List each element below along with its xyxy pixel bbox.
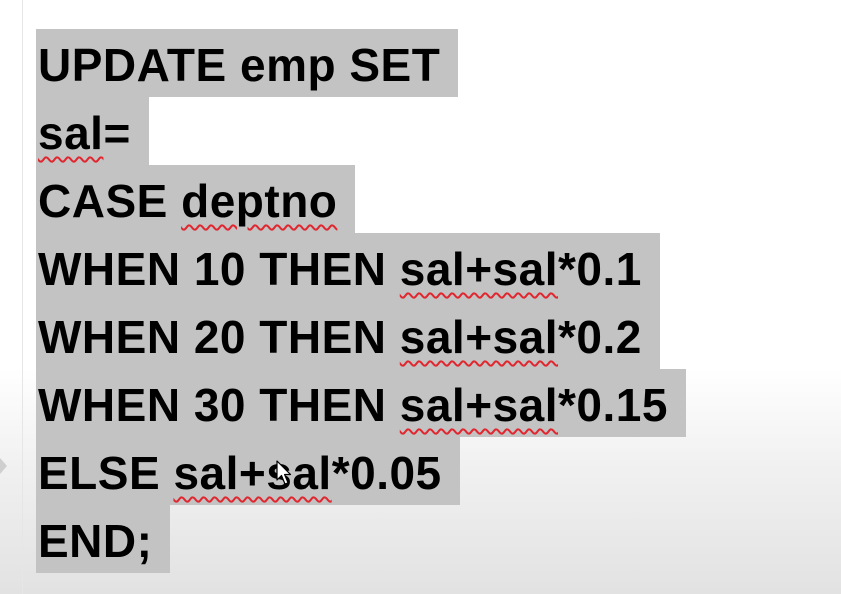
code-text: ELSE bbox=[38, 447, 174, 499]
slide-nav-caret-icon[interactable] bbox=[0, 458, 7, 474]
code-line-sal-assign: sal= bbox=[36, 97, 686, 165]
code-text: *0.2 bbox=[558, 311, 642, 363]
code-line-when-10: WHEN 10 THEN sal+sal*0.1 bbox=[36, 233, 686, 301]
highlighted-line[interactable]: END; bbox=[36, 505, 171, 573]
highlighted-line[interactable]: WHEN 30 THEN sal+sal*0.15 bbox=[36, 369, 686, 437]
code-text: *0.05 bbox=[331, 447, 442, 499]
code-line-when-20: WHEN 20 THEN sal+sal*0.2 bbox=[36, 301, 686, 369]
code-text: *0.15 bbox=[558, 379, 668, 431]
code-line-when-30: WHEN 30 THEN sal+sal*0.15 bbox=[36, 369, 686, 437]
misspelled-word: sal+sal bbox=[173, 447, 332, 499]
misspelled-word: sal bbox=[38, 107, 104, 159]
code-line-else: ELSE sal+sal*0.05 bbox=[36, 437, 686, 505]
code-text: UPDATE emp SET bbox=[38, 39, 441, 91]
misspelled-word: sal+sal bbox=[399, 379, 559, 431]
sql-code-block: UPDATE emp SET sal= CASE deptno WHEN 10 … bbox=[36, 29, 686, 573]
code-text: END; bbox=[38, 515, 153, 567]
highlighted-line[interactable]: WHEN 10 THEN sal+sal*0.1 bbox=[36, 233, 660, 301]
highlighted-line[interactable]: WHEN 20 THEN sal+sal*0.2 bbox=[36, 301, 660, 369]
misspelled-word: deptno bbox=[181, 175, 338, 227]
highlighted-line[interactable]: CASE deptno bbox=[36, 165, 356, 233]
highlighted-line[interactable]: sal= bbox=[36, 97, 149, 165]
code-text: WHEN 20 THEN bbox=[38, 311, 400, 363]
mouse-pointer-icon bbox=[276, 460, 292, 485]
code-line-end: END; bbox=[36, 505, 686, 573]
code-text: WHEN 30 THEN bbox=[38, 379, 400, 431]
misspelled-word: sal+sal bbox=[399, 243, 559, 295]
code-line-update: UPDATE emp SET bbox=[36, 29, 686, 97]
slide-left-border bbox=[22, 0, 23, 594]
code-text: WHEN 10 THEN bbox=[38, 243, 400, 295]
code-text: *0.1 bbox=[558, 243, 642, 295]
code-line-case: CASE deptno bbox=[36, 165, 686, 233]
code-text: CASE bbox=[38, 175, 182, 227]
highlighted-line[interactable]: ELSE sal+sal*0.05 bbox=[36, 437, 460, 505]
highlighted-line[interactable]: UPDATE emp SET bbox=[36, 29, 459, 97]
misspelled-word: sal+sal bbox=[399, 311, 559, 363]
code-text: = bbox=[103, 107, 131, 159]
